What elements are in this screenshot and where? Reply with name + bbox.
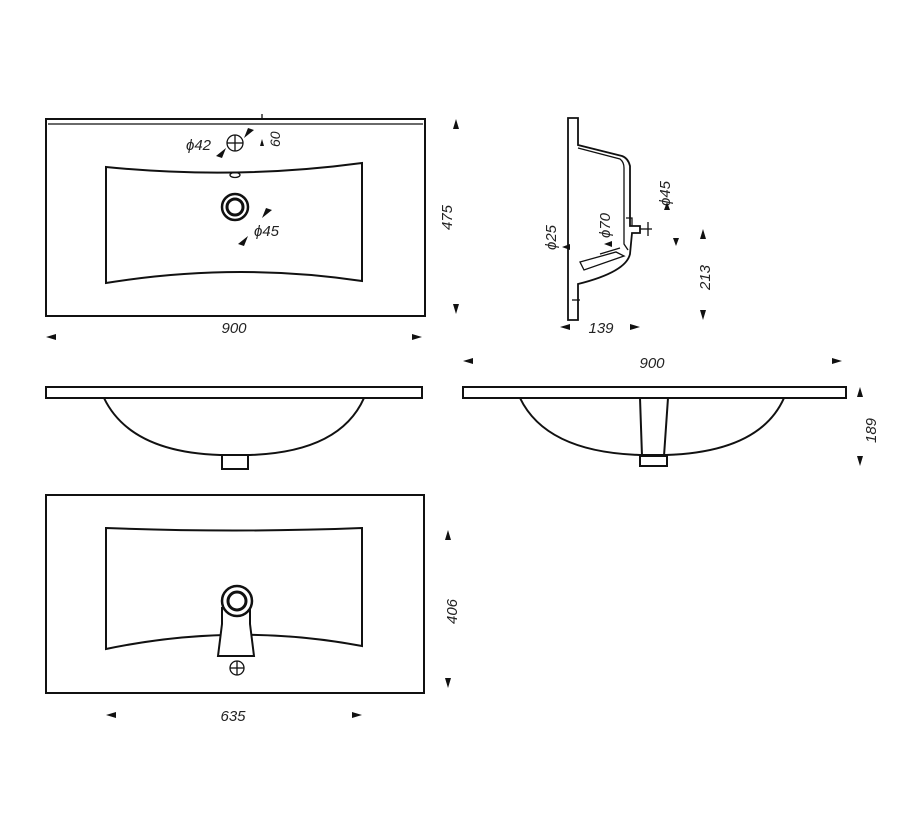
bottom-width-label: 635 <box>220 708 246 725</box>
front-width-arrow-right <box>832 358 842 364</box>
outlet-dim-arrow-bottom <box>673 238 679 246</box>
front-elevation-left <box>45 386 423 470</box>
top-view-outline <box>45 118 426 317</box>
drain-diameter-label: ϕ45 <box>254 223 280 240</box>
side-section: ϕ25 ϕ70 ϕ45 213 139 <box>543 117 714 337</box>
side-section-inner-wall <box>577 147 625 226</box>
bottom-width-arrow-left <box>106 712 116 718</box>
top-depth-arrow-bottom <box>453 304 459 314</box>
bottom-drain-inner-icon <box>226 590 248 612</box>
front-elevation-right: 900 189 <box>462 355 880 467</box>
side-offset-arrow-left <box>560 324 570 330</box>
side-height-label: 213 <box>697 264 714 291</box>
bottom-view-bowl <box>105 526 363 651</box>
bottom-view: 635 406 <box>45 494 461 725</box>
overflow-slot-icon <box>229 171 241 179</box>
bottom-depth-label: 406 <box>444 598 461 624</box>
front-right-bowl <box>519 397 785 456</box>
bottom-view-outline <box>45 494 425 694</box>
front-left-top-slab <box>45 386 423 399</box>
front-height-label: 189 <box>863 417 880 443</box>
overflow-diameter-label: ϕ25 <box>543 224 560 250</box>
bottom-depth-arrow-bottom <box>445 678 451 688</box>
top-width-arrow-left <box>46 334 56 340</box>
tap-hole-dim-arrow-left <box>216 148 226 158</box>
front-left-bowl <box>103 397 365 456</box>
side-section-trap <box>579 251 626 271</box>
outlet-diameter-label: ϕ45 <box>657 180 674 206</box>
waste-diameter-label: ϕ70 <box>597 212 614 238</box>
top-width-label: 900 <box>221 320 247 337</box>
side-offset-label: 139 <box>588 320 614 337</box>
front-left-drain <box>221 454 249 470</box>
tap-offset-arrow <box>260 139 264 146</box>
front-height-arrow-top <box>857 387 863 397</box>
side-height-arrow-bottom <box>700 310 706 320</box>
top-view: ϕ42 60 ϕ45 900 475 <box>45 114 459 340</box>
tap-offset-label: 60 <box>267 131 283 147</box>
tap-hole-dim-arrow-right <box>244 128 254 138</box>
top-width-arrow-right <box>412 334 422 340</box>
top-depth-arrow-top <box>453 119 459 129</box>
overflow-dim-arrow <box>562 244 570 250</box>
bottom-depth-arrow-top <box>445 530 451 540</box>
top-view-bowl <box>105 161 363 285</box>
side-section-trap-line <box>599 247 621 255</box>
side-offset-arrow-right <box>630 324 640 330</box>
bottom-width-arrow-right <box>352 712 362 718</box>
drain-dim-arrow-right <box>262 208 272 218</box>
drain-inner-icon <box>225 197 245 217</box>
side-height-arrow-top <box>700 229 706 239</box>
front-right-drain <box>639 455 668 467</box>
waste-dim-arrow <box>604 241 612 247</box>
front-width-arrow-left <box>463 358 473 364</box>
front-right-top-slab <box>462 386 847 399</box>
front-width-label: 900 <box>639 355 665 372</box>
front-right-waste <box>638 397 670 457</box>
tap-hole-diameter-label: ϕ42 <box>186 137 212 154</box>
drain-dim-arrow-left <box>238 236 248 246</box>
outlet-dim-arrow-top <box>664 202 670 210</box>
top-depth-label: 475 <box>439 204 456 230</box>
side-section-waste-pipe <box>623 217 633 251</box>
front-height-arrow-bottom <box>857 456 863 466</box>
